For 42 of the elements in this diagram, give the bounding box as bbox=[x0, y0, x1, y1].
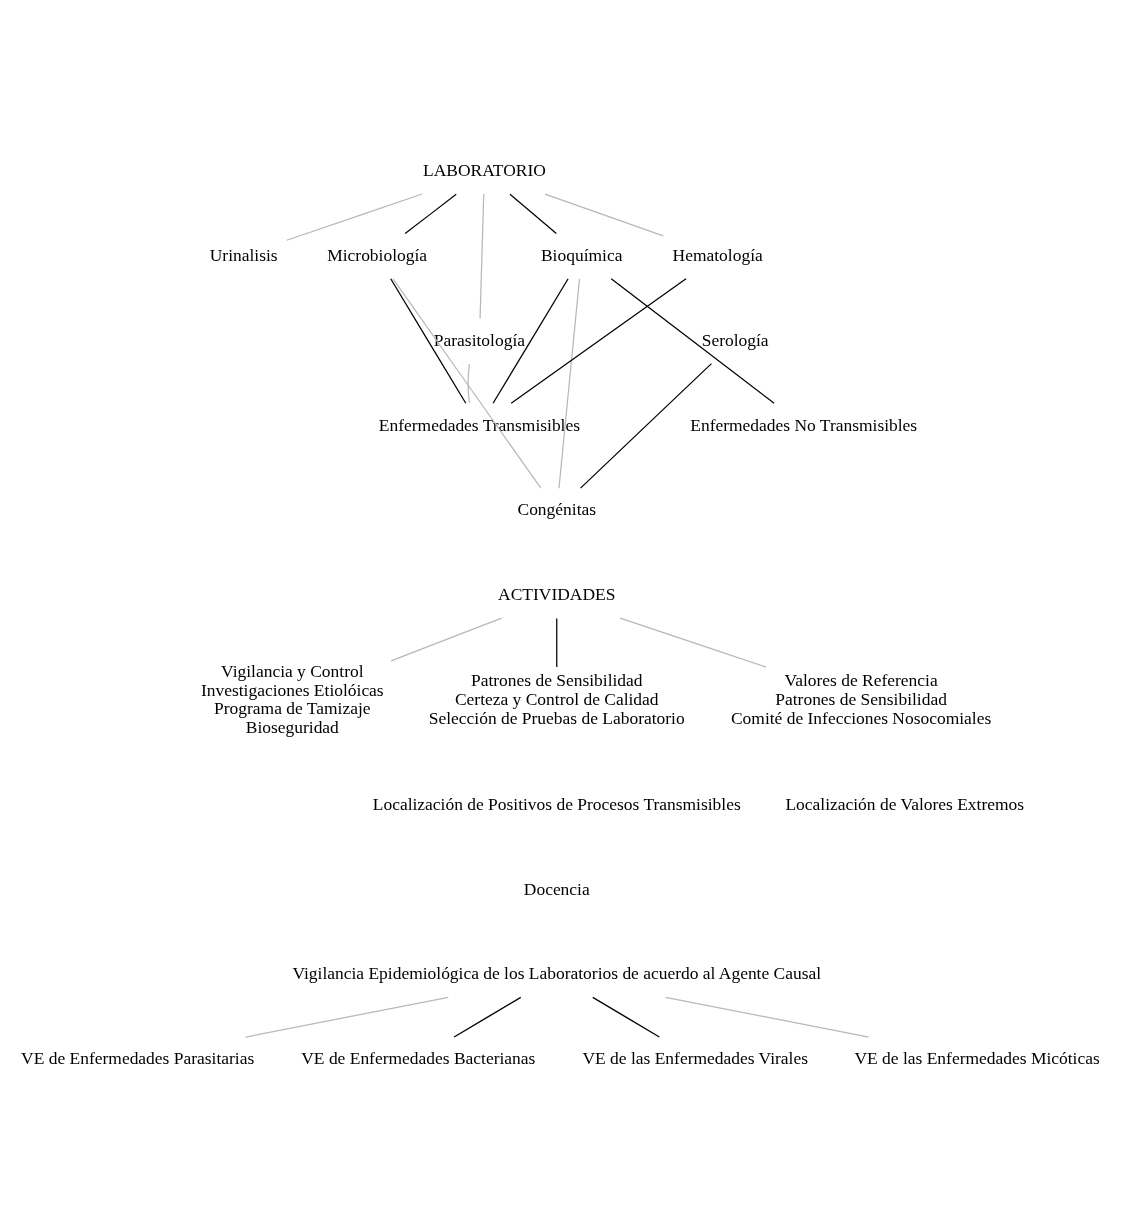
connector bbox=[286, 193, 423, 241]
connector bbox=[453, 996, 522, 1038]
node-text: Bioquímica bbox=[540, 244, 623, 265]
node-text: Vigilancia y Control Investigaciones Etiolóicas Programa de Tamizaje Bioseguridad bbox=[200, 660, 384, 737]
node-text: ACTIVIDADES bbox=[498, 584, 616, 605]
connector bbox=[579, 363, 713, 489]
node-text: VE de las Enfermedades Virales bbox=[582, 1048, 808, 1069]
node-text: Enfermedades No Transmisibles bbox=[690, 414, 918, 435]
connector bbox=[664, 996, 870, 1038]
node-text: Vigilancia Epidemiológica de los Laboratorios de acuerdo al Agente Causal bbox=[292, 963, 822, 984]
label: Localización de Positivos de Procesos Transmisibles bbox=[372, 793, 741, 814]
node-text: LABORATORIO bbox=[423, 160, 546, 181]
connector bbox=[510, 278, 687, 404]
node-text: Parasitología bbox=[433, 329, 525, 350]
node-text: Microbiología bbox=[327, 244, 428, 265]
label: Localización de Valores Extremos bbox=[785, 793, 1025, 814]
label: Docencia bbox=[523, 878, 590, 899]
connector bbox=[467, 363, 471, 404]
node-text: Valores de Referencia Patrones de Sensibilidad Comité de Infecciones Nosocomiales bbox=[730, 670, 992, 728]
connector bbox=[556, 617, 558, 668]
connector bbox=[610, 278, 775, 404]
connector bbox=[479, 193, 485, 320]
connector bbox=[558, 278, 581, 489]
connector bbox=[492, 278, 569, 404]
connector bbox=[592, 996, 660, 1038]
node-text: VE de las Enfermedades Micóticas bbox=[854, 1048, 1100, 1069]
connector bbox=[390, 278, 467, 404]
connector bbox=[619, 617, 767, 668]
node-text: VE de Enfermedades Parasitarias bbox=[21, 1048, 255, 1069]
node-text: Congénitas bbox=[517, 499, 597, 520]
connector bbox=[509, 193, 557, 235]
connector bbox=[245, 996, 449, 1038]
node-text: Urinalisis bbox=[209, 244, 278, 265]
connector bbox=[392, 278, 542, 489]
connector bbox=[404, 193, 457, 235]
node-text: VE de Enfermedades Bacterianas bbox=[301, 1048, 536, 1069]
node-text: Hematología bbox=[672, 244, 763, 265]
connector bbox=[390, 617, 503, 662]
connector bbox=[544, 193, 664, 237]
node-text: Enfermedades Transmisibles bbox=[378, 414, 581, 435]
node-text: Patrones de Sensibilidad Certeza y Control de Calidad Selección de Pruebas de Laboratorio bbox=[428, 670, 685, 728]
node-text: Serología bbox=[701, 329, 769, 350]
